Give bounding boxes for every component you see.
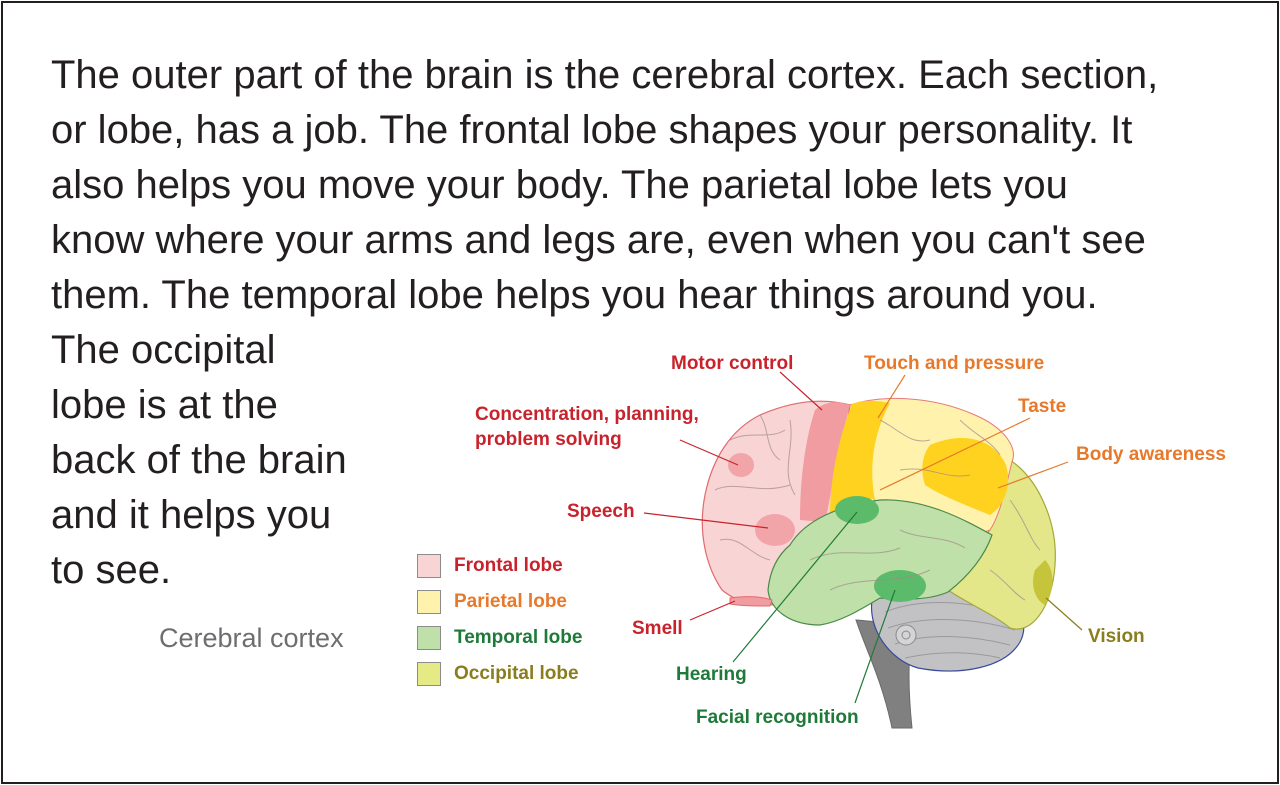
legend-swatch-occipital (417, 662, 441, 686)
label-motor-control: Motor control (671, 353, 794, 374)
cerebellum-spiral (895, 624, 917, 646)
legend-item-frontal: Frontal lobe (417, 553, 563, 579)
paragraph-line: The outer part of the brain is the cereb… (51, 53, 1159, 97)
label-hearing: Hearing (676, 664, 747, 685)
motor-strip (800, 402, 850, 522)
legend-item-temporal: Temporal lobe (417, 625, 582, 651)
legend-swatch-frontal (417, 554, 441, 578)
facial-recognition-area (874, 570, 926, 602)
label-vision: Vision (1088, 626, 1145, 647)
figure-caption: Cerebral cortex (159, 623, 344, 653)
legend-swatch-temporal (417, 626, 441, 650)
speech-area (755, 514, 795, 546)
paragraph-line: back of the brain (51, 438, 347, 482)
occipital-paragraph: The occipital lobe is at the back of the… (51, 323, 391, 598)
label-concentration-line1: Concentration, planning, (475, 404, 699, 425)
legend-item-occipital: Occipital lobe (417, 661, 579, 687)
body-awareness-patch (922, 437, 1009, 515)
paragraph-line: lobe is at the (51, 383, 278, 427)
paragraph-line: them. The temporal lobe helps you hear t… (51, 273, 1098, 317)
legend-label-temporal: Temporal lobe (454, 627, 583, 648)
label-facial-recognition: Facial recognition (696, 707, 859, 728)
legend-label-parietal: Parietal lobe (454, 591, 567, 612)
paragraph-line: to see. (51, 548, 172, 592)
paragraph-line: know where your arms and legs are, even … (51, 218, 1146, 262)
legend-label-occipital: Occipital lobe (454, 663, 579, 684)
hearing-area (835, 496, 879, 524)
leader-lines (643, 371, 1083, 704)
label-taste: Taste (1018, 396, 1067, 417)
paragraph-line: The occipital (51, 328, 276, 372)
label-smell: Smell (632, 618, 683, 639)
label-concentration-line2: problem solving (475, 429, 622, 450)
vision-area (1033, 560, 1053, 605)
smell-area (729, 596, 773, 607)
label-touch-pressure: Touch and pressure (864, 353, 1045, 374)
cortex-folds (714, 414, 1041, 601)
intro-paragraph: The outer part of the brain is the cereb… (51, 48, 1251, 323)
label-body-awareness: Body awareness (1076, 444, 1226, 465)
paragraph-line: or lobe, has a job. The frontal lobe sha… (51, 108, 1133, 152)
paragraph-line: also helps you move your body. The parie… (51, 163, 1068, 207)
temporal-lobe (767, 499, 993, 626)
legend-item-parietal: Parietal lobe (417, 589, 567, 615)
touch-strip (830, 400, 890, 515)
legend-swatch-parietal (417, 590, 441, 614)
label-speech: Speech (567, 501, 635, 522)
concentration-area (728, 453, 754, 477)
legend-label-frontal: Frontal lobe (454, 555, 563, 576)
paragraph-line: and it helps you (51, 493, 332, 537)
